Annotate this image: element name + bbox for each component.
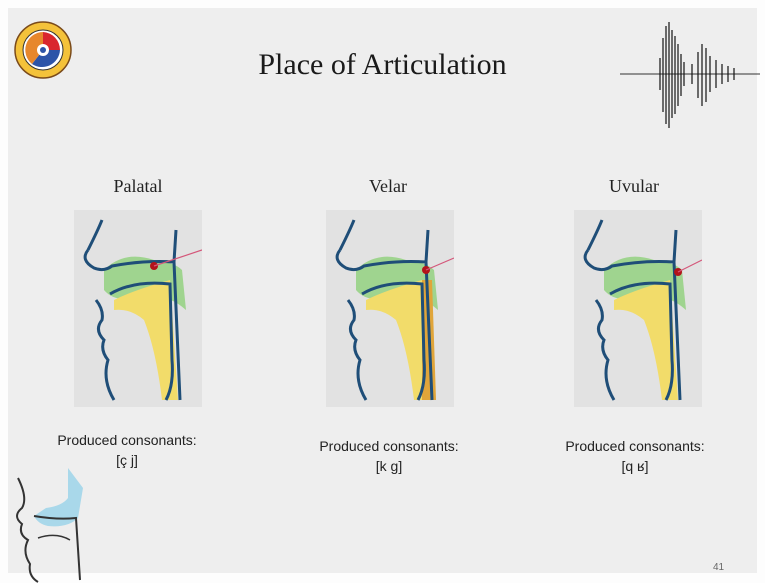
consonant-list: [ç j] [42, 450, 212, 470]
vocal-tract-diagram-uvular [574, 210, 702, 407]
vocal-tract-diagram-velar [326, 210, 454, 407]
column-label-palatal: Palatal [78, 176, 198, 197]
vocal-tract-diagram-palatal [74, 210, 202, 407]
caption-palatal: Produced consonants: [ç j] [42, 430, 212, 470]
consonant-list: [k g] [304, 456, 474, 476]
consonant-list: [q ʁ] [550, 456, 720, 476]
caption-title: Produced consonants: [304, 436, 474, 456]
page-number: 41 [713, 562, 724, 573]
caption-title: Produced consonants: [42, 430, 212, 450]
column-label-uvular: Uvular [574, 176, 694, 197]
slide: Place of Articulation Palatal [8, 8, 757, 573]
speech-waveform-icon [620, 18, 760, 130]
caption-uvular: Produced consonants: [q ʁ] [550, 436, 720, 476]
vocal-tract-sketch-icon [8, 468, 98, 583]
caption-velar: Produced consonants: [k g] [304, 436, 474, 476]
column-label-velar: Velar [328, 176, 448, 197]
caption-title: Produced consonants: [550, 436, 720, 456]
